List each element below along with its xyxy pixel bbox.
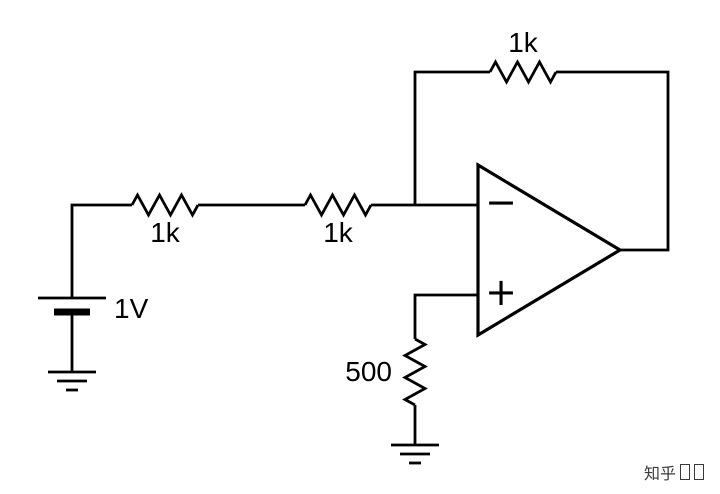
watermark-text: 知乎 bbox=[643, 464, 676, 483]
watermark-tofu-2 bbox=[694, 464, 704, 480]
watermark: 知乎 bbox=[644, 460, 704, 484]
resistor-rf-label: 1k bbox=[508, 27, 539, 58]
opamp-inverting-input-sign: − bbox=[485, 180, 517, 224]
resistor-r2 bbox=[303, 192, 373, 218]
opamp-noninverting-input-sign: + bbox=[485, 270, 517, 314]
wire-feedback-right bbox=[556, 70, 670, 252]
resistor-r2-label: 1k bbox=[323, 217, 354, 248]
source-label: 1V bbox=[114, 293, 149, 324]
ground-left-icon bbox=[48, 370, 96, 392]
resistor-rg bbox=[402, 337, 428, 407]
resistor-r1 bbox=[130, 192, 200, 218]
resistor-rg-label: 500 bbox=[345, 356, 392, 387]
wire-source-top bbox=[70, 203, 132, 298]
ground-bottom-icon bbox=[391, 443, 439, 465]
resistor-rf bbox=[488, 59, 558, 85]
watermark-tofu-1 bbox=[680, 464, 690, 480]
wire-feedback-up bbox=[413, 70, 490, 205]
battery-icon bbox=[38, 296, 106, 316]
wires bbox=[70, 70, 670, 445]
opamp-triangle bbox=[476, 162, 624, 338]
wire-noninverting bbox=[413, 293, 478, 339]
resistor-r1-label: 1k bbox=[150, 217, 181, 248]
